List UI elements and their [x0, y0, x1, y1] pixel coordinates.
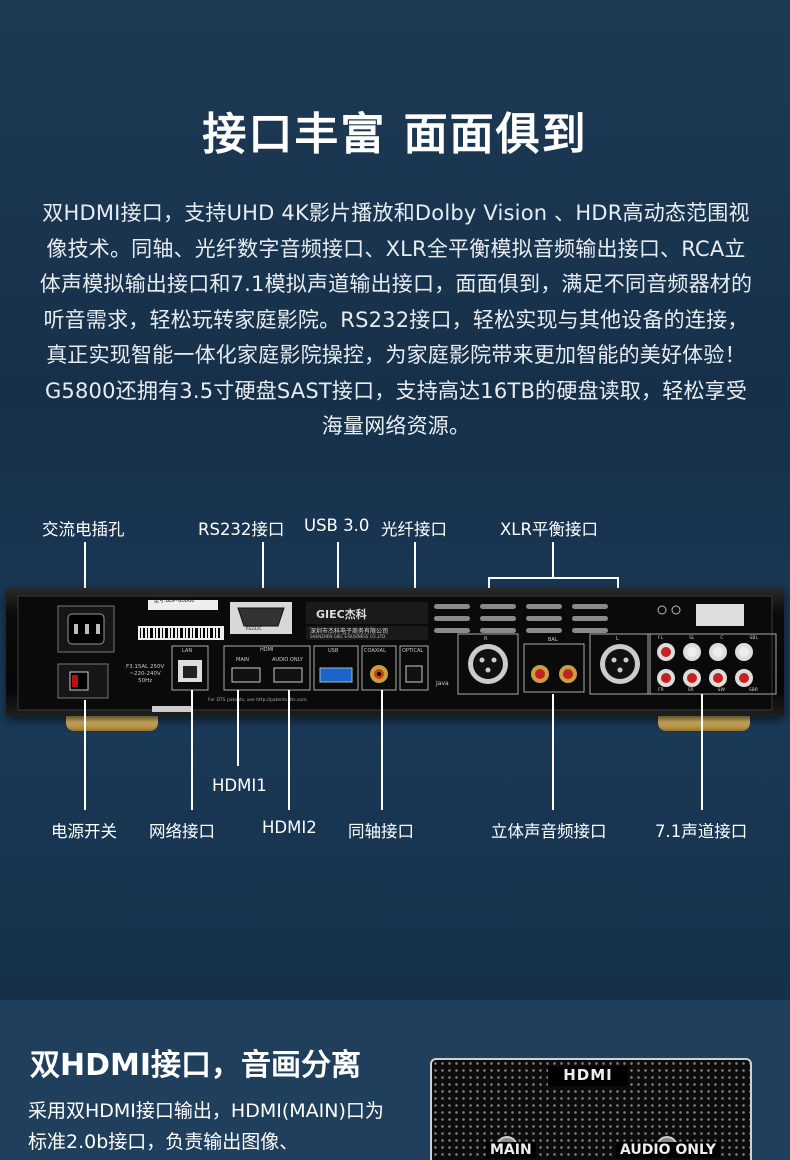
- device-channel-row-bottom: FR SR SW SBR: [658, 688, 758, 693]
- ch-sbr: SBR: [748, 688, 758, 693]
- label-hdmi1: HDMI1: [212, 776, 267, 795]
- device-dts-text: For DTS patents, see http://patents.dts.…: [208, 698, 309, 703]
- device-lan-text: LAN: [182, 648, 193, 654]
- ch-c: C: [720, 636, 724, 641]
- device-hdmi-audio-only-text: AUDIO ONLY: [272, 657, 303, 663]
- device-xlr-l-text: L: [616, 636, 619, 642]
- device-power-rating: F3.15AL 250V ~220-240V 50Hz: [126, 664, 164, 685]
- label-stereo: 立体声音频接口: [491, 822, 607, 841]
- device-bal-text: BAL: [548, 637, 558, 643]
- label-coaxial: 同轴接口: [348, 822, 414, 841]
- ch-fl: FL: [658, 636, 664, 641]
- java-logo: Java: [436, 680, 449, 687]
- leader-line: [84, 700, 86, 810]
- leader-line: [288, 690, 290, 810]
- device-hdmi-main-text: MAIN: [236, 657, 249, 663]
- panel-audio-only-label: AUDIO ONLY: [616, 1142, 720, 1158]
- panel-main-label: MAIN: [486, 1142, 536, 1158]
- section2-title: 双HDMI接口，音画分离: [30, 1048, 362, 1083]
- device-company: 深圳市杰科电子商务有限公司: [310, 628, 389, 635]
- label-lan: 网络接口: [149, 822, 215, 841]
- device-hdmi-text: HDMI: [260, 647, 274, 653]
- leader-line: [552, 694, 554, 810]
- ch-sr: SR: [687, 688, 694, 693]
- section2-body: 采用双HDMI接口输出，HDMI(MAIN)口为标准2.0b接口，负责输出图像、: [28, 1100, 384, 1153]
- device-brand: GIEC杰科: [316, 608, 367, 621]
- label-rs232: RS232接口: [198, 520, 285, 539]
- device-optical-text: OPTICAL: [402, 648, 424, 654]
- leader-line: [552, 542, 554, 578]
- device-freq-text: 50Hz: [138, 678, 153, 684]
- device-usb-text: USB: [328, 648, 339, 654]
- rear-panel-artwork: [17, 595, 777, 712]
- leader-bracket: [488, 577, 618, 579]
- label-71-channel: 7.1声道接口: [655, 822, 748, 841]
- device-coaxial-text: COAXIAL: [364, 648, 386, 654]
- leader-line: [191, 690, 193, 810]
- leader-line: [237, 690, 239, 766]
- ch-fr: FR: [658, 688, 664, 693]
- panel-hdmi-logo: HDMI: [548, 1066, 628, 1086]
- intro-paragraph: 双HDMI接口，支持UHD 4K影片播放和Dolby Vision 、HDR高动…: [39, 201, 753, 438]
- top-background: [0, 0, 790, 1000]
- headline: 接口丰富 面面俱到: [202, 109, 588, 160]
- leader-line: [262, 542, 264, 602]
- device-model-tag: 型号:BDP-G5800: [154, 598, 195, 604]
- ch-sbl: SBL: [749, 636, 758, 641]
- hdmi-panel-closeup: HDMI MAIN AUDIO ONLY: [430, 1058, 752, 1160]
- leader-line: [701, 694, 703, 810]
- device-rs232-text: RS232C: [246, 626, 262, 631]
- label-xlr: XLR平衡接口: [500, 520, 598, 539]
- device-fuse-text: F3.15AL 250V: [126, 664, 165, 670]
- ch-sw: SW: [717, 688, 725, 693]
- label-usb: USB 3.0: [304, 516, 370, 535]
- label-hdmi2: HDMI2: [262, 818, 317, 837]
- leader-line: [84, 542, 86, 600]
- device-voltage-text: ~220-240V: [129, 671, 161, 677]
- device-xlr-r-text: R: [484, 636, 488, 642]
- ch-sl: SL: [689, 636, 695, 641]
- leader-line: [381, 690, 383, 810]
- player-rear-panel: 型号:BDP-G5800 GIEC杰科 深圳市杰科电子商务有限公司 SHENZH…: [6, 588, 784, 716]
- device-channel-row-top: FL SL C SBL: [658, 636, 758, 641]
- label-optical: 光纤接口: [381, 520, 447, 539]
- device-foot-right: [658, 713, 750, 731]
- label-power-switch: 电源开关: [51, 822, 117, 841]
- device-foot-left: [66, 713, 158, 731]
- label-ac-socket: 交流电插孔: [42, 520, 125, 539]
- device-company-en: SHENZHEN GIEC E-BUSINESS CO.,LTD.: [310, 634, 387, 639]
